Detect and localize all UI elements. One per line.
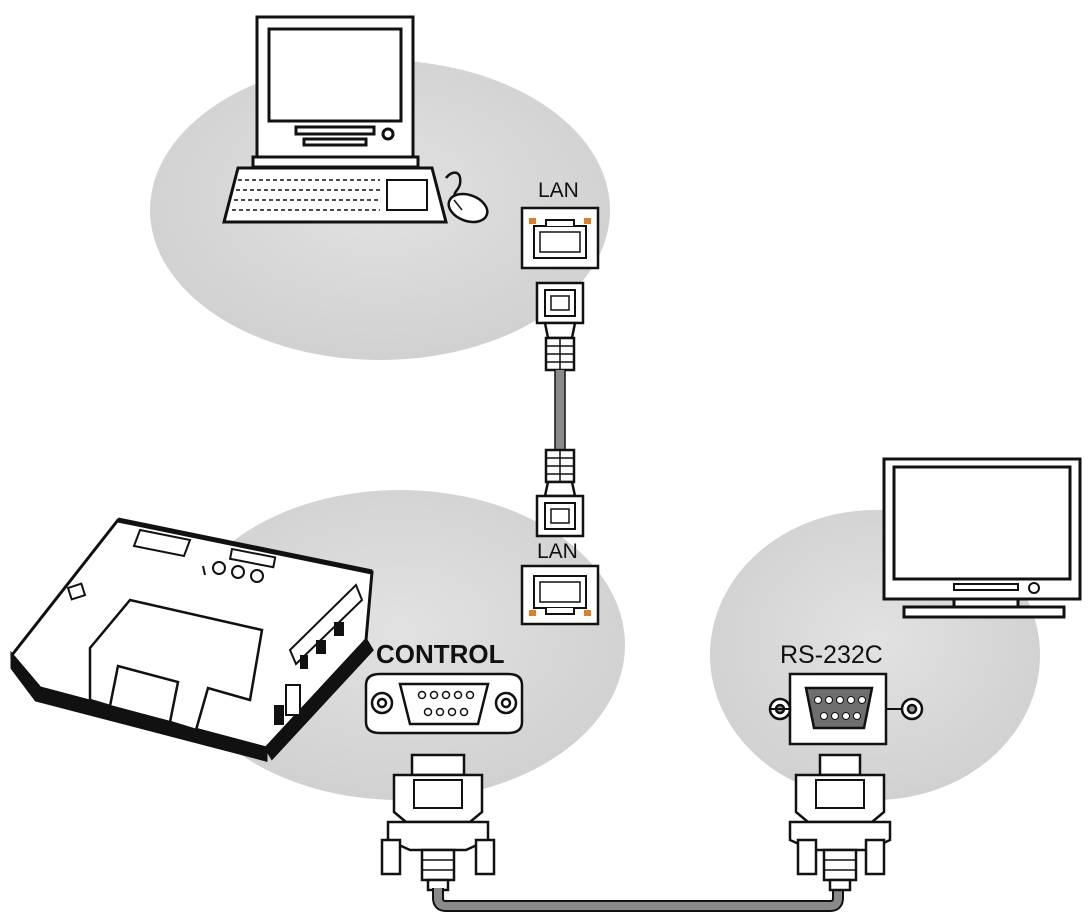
lan-label-top: LAN xyxy=(538,179,579,202)
lan-label-projector: LAN xyxy=(537,540,578,563)
computer-monitor-icon xyxy=(251,15,420,169)
rs232c-label: RS-232C xyxy=(780,641,883,669)
db9-connector-icon xyxy=(364,672,524,735)
db9-connector-icon xyxy=(788,753,892,892)
db9-connector-icon xyxy=(768,672,924,746)
rj45-connector-icon xyxy=(535,448,585,538)
lan-port-icon xyxy=(520,206,600,270)
serial-cable-core xyxy=(434,888,842,910)
projector-icon xyxy=(10,517,374,762)
lan-port-icon xyxy=(520,564,600,626)
control-label: CONTROL xyxy=(376,639,505,669)
mouse-icon xyxy=(445,171,489,224)
display-monitor-icon xyxy=(882,457,1082,619)
rj45-connector-icon xyxy=(535,281,585,372)
db9-connector-icon xyxy=(380,753,496,892)
keyboard-icon xyxy=(222,166,448,224)
